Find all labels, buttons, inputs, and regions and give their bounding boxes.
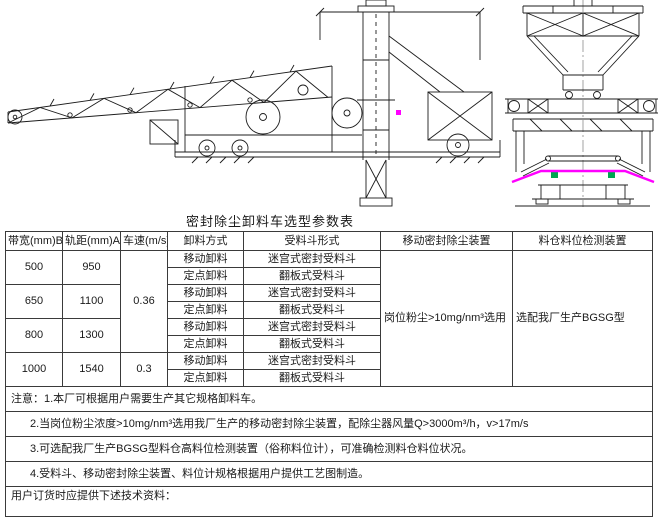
speed-cell: 0.36 (120, 250, 168, 353)
unloading-cell: 定点卸料 (167, 369, 244, 387)
technical-drawing (0, 0, 658, 207)
page-title: 密封除尘卸料车选型参数表 (185, 214, 354, 229)
side-view-drawing (7, 0, 501, 207)
footer-note: 用户订货时应提供下述技术资料： (5, 486, 653, 517)
table-header-row: 带宽(mm)B 轨距(mm)A 车速(m/s) 卸料方式 受料斗形式 移动密封除… (5, 231, 653, 251)
belt-highlight-line (511, 169, 655, 184)
unloading-cell: 移动卸料 (167, 250, 244, 268)
hopper-cell: 翻板式受料斗 (243, 369, 381, 387)
note-3: 3.可选配我厂生产BGSG型料仓高料位检测装置（俗称料位计），可准确检测料仓料位… (5, 436, 653, 462)
note-1: 注意：1.本厂可根据用户需要生产其它规格卸料车。 (5, 386, 653, 412)
note-row: 4.受料斗、移动密封除尘装置、料位计规格根据用户提供工艺图制造。 (5, 461, 653, 487)
note-4: 4.受料斗、移动密封除尘装置、料位计规格根据用户提供工艺图制造。 (5, 461, 653, 487)
unloading-cell: 定点卸料 (167, 267, 244, 285)
drawing-canvas (7, 0, 658, 207)
unloading-cell: 移动卸料 (167, 318, 244, 336)
accent-mark-right (608, 172, 615, 178)
accent-mark-left (551, 172, 558, 178)
table-row: 500 950 0.36 移动卸料 迷宫式密封受料斗 岗位粉尘>10mg/nm³… (5, 250, 653, 387)
hopper-cell: 迷宫式密封受料斗 (243, 284, 381, 302)
hopper-cell: 翻板式受料斗 (243, 301, 381, 319)
belt-width-cell: 500 (5, 250, 63, 285)
speed-cell: 0.3 (120, 352, 168, 387)
table-row: 650 1100 移动卸料 迷宫式密封受料斗 (5, 284, 653, 319)
unloading-cell: 定点卸料 (167, 335, 244, 353)
header-belt-width: 带宽(mm)B (5, 231, 63, 251)
header-level-device: 料仓料位检测装置 (512, 231, 653, 251)
note-row: 3.可选配我厂生产BGSG型料仓高料位检测装置（俗称料位计），可准确检测料仓料位… (5, 436, 653, 462)
table-row: 800 1300 移动卸料 迷宫式密封受料斗 (5, 318, 653, 353)
table-row: 定点卸料 翻板式受料斗 (6, 301, 653, 319)
table-row: 定点卸料 翻板式受料斗 (6, 267, 653, 285)
table-row: 定点卸料 翻板式受料斗 (6, 369, 653, 387)
footer-row: 用户订货时应提供下述技术资料： (5, 486, 653, 517)
header-unloading-mode: 卸料方式 (167, 231, 244, 251)
end-view-drawing (505, 0, 658, 207)
header-track-gauge: 轨距(mm)A (62, 231, 121, 251)
unloading-cell: 移动卸料 (167, 352, 244, 370)
table-row: 定点卸料 翻板式受料斗 (6, 335, 653, 353)
track-gauge-cell: 950 (62, 250, 121, 285)
level-device-cell: 选配我厂生产BGSG型 (512, 250, 653, 387)
track-gauge-cell: 1100 (62, 284, 121, 319)
note-2: 2.当岗位粉尘浓度>10mg/nm³选用我厂生产的移动密封除尘装置，配除尘器风量… (5, 411, 653, 437)
hopper-cell: 翻板式受料斗 (243, 267, 381, 285)
belt-width-cell: 800 (5, 318, 63, 353)
dust-device-cell: 岗位粉尘>10mg/nm³选用 (380, 250, 513, 387)
header-dust-device: 移动密封除尘装置 (380, 231, 513, 251)
hopper-cell: 翻板式受料斗 (243, 335, 381, 353)
hopper-cell: 迷宫式密封受料斗 (243, 318, 381, 336)
unloading-cell: 定点卸料 (167, 301, 244, 319)
hopper-cell: 迷宫式密封受料斗 (243, 352, 381, 370)
hopper-cell: 迷宫式密封受料斗 (243, 250, 381, 268)
track-gauge-cell: 1540 (62, 352, 121, 387)
header-car-speed: 车速(m/s) (120, 231, 168, 251)
track-gauge-cell: 1300 (62, 318, 121, 353)
header-hopper-type: 受料斗形式 (243, 231, 381, 251)
mast-marker (396, 110, 401, 115)
belt-width-cell: 1000 (5, 352, 63, 387)
note-row: 注意：1.本厂可根据用户需要生产其它规格卸料车。 (5, 386, 653, 412)
note-row: 2.当岗位粉尘浓度>10mg/nm³选用我厂生产的移动密封除尘装置，配除尘器风量… (5, 411, 653, 437)
unloading-cell: 移动卸料 (167, 284, 244, 302)
belt-width-cell: 650 (5, 284, 63, 319)
parameter-table: 带宽(mm)B 轨距(mm)A 车速(m/s) 卸料方式 受料斗形式 移动密封除… (5, 231, 653, 517)
